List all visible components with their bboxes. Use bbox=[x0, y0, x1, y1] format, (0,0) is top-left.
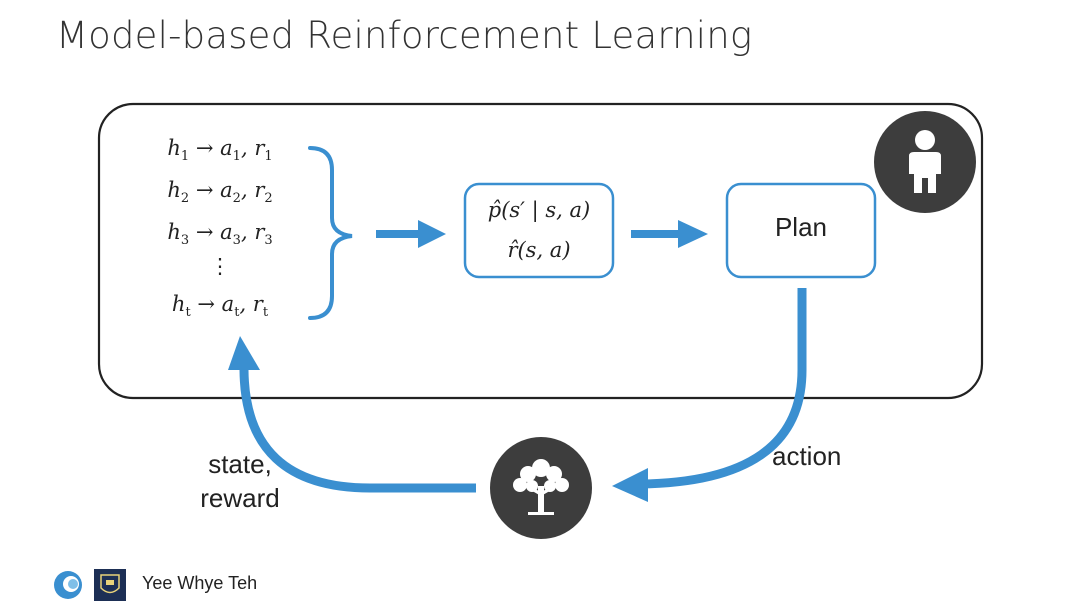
tree-icon bbox=[490, 437, 592, 539]
oxford-crest-logo bbox=[94, 569, 126, 601]
deepmind-logo bbox=[54, 571, 82, 599]
history-line-t: ht → at, rt bbox=[171, 292, 269, 321]
history-vdots: ⋮ bbox=[209, 254, 231, 278]
plan-label: Plan bbox=[774, 212, 828, 242]
agent-box bbox=[97, 102, 984, 400]
arrow-state-reward bbox=[228, 336, 476, 493]
history-line-3: h3 → a3, r3 bbox=[167, 220, 273, 249]
history-brace bbox=[308, 146, 353, 320]
history-line-1: h1 → a1, r1 bbox=[167, 136, 273, 165]
model-box bbox=[463, 182, 615, 279]
history-line-2: h2 → a2, r2 bbox=[167, 178, 273, 207]
state-reward-label: state, reward bbox=[188, 447, 292, 515]
reward-label: reward bbox=[200, 483, 280, 513]
author-name: Yee Whye Teh bbox=[142, 573, 258, 593]
action-label: action bbox=[772, 441, 842, 471]
state-label: state, bbox=[208, 449, 272, 479]
arrow-model-to-plan bbox=[631, 220, 708, 248]
arrow-history-to-model bbox=[376, 220, 446, 248]
person-icon bbox=[874, 111, 976, 213]
model-transition: p̂(s′ | s, a) bbox=[487, 198, 591, 222]
slide-title: Model-based Reinforcement Learning bbox=[56, 14, 753, 57]
plan-box bbox=[725, 182, 877, 279]
model-reward: r̂(s, a) bbox=[507, 238, 571, 262]
arrow-action bbox=[612, 288, 807, 502]
